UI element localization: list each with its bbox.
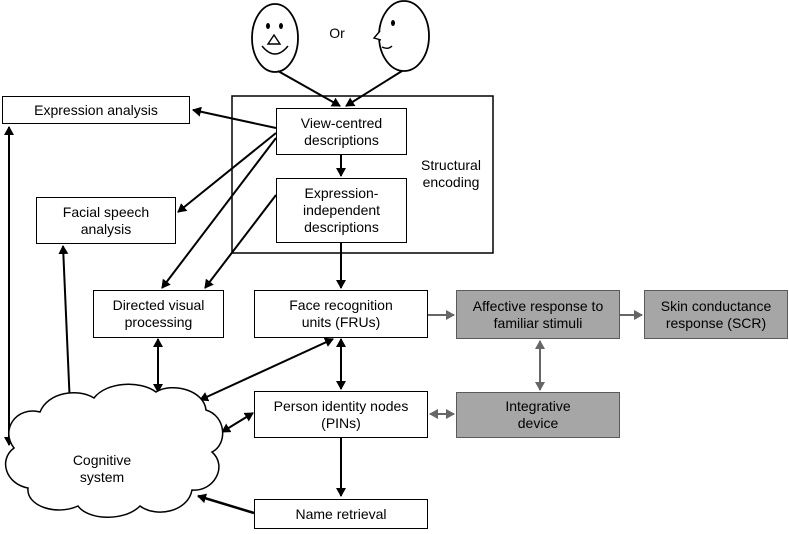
arrow-fru-cognitive [199,337,334,402]
affective-response-box: Affective response to familiar stimuli [456,290,620,339]
arrow-exprindep-to-directed-visual [204,194,277,289]
arrow-speech-cognitive [58,245,75,407]
face-recognition-units-box: Face recognition units (FRUs) [254,290,428,338]
or-label: Or [329,25,345,41]
cognitive-system-label: Cognitive system [72,452,132,485]
arrow-view-to-facial-speech [177,132,277,213]
structural-encoding-label: Structural encoding [421,157,481,190]
arrow-view-to-expression-analysis [192,106,277,129]
cognitive-system-cloud [4,383,224,518]
arrow-profile-face-to-view [345,70,403,107]
expression-analysis-box: Expression analysis [2,96,190,124]
arrow-name-cognitive [197,493,255,515]
integrative-device-box: Integrative device [456,392,620,438]
directed-visual-processing-box: Directed visual processing [93,290,224,338]
facial-speech-analysis-box: Facial speech analysis [36,197,176,244]
expression-independent-descriptions-box: Expression- independent descriptions [276,178,407,243]
front-face-icon [251,3,299,73]
skin-conductance-response-box: Skin conductance response (SCR) [644,290,788,339]
person-identity-nodes-box: Person identity nodes (PINs) [254,391,428,438]
profile-face-icon [372,0,430,72]
arrow-front-face-to-view [277,70,341,107]
view-centred-descriptions-box: View-centred descriptions [276,108,407,155]
name-retrieval-box: Name retrieval [254,499,428,529]
arrow-pin-cognitive [221,412,254,433]
arrow-view-to-directed-visual [161,137,277,289]
